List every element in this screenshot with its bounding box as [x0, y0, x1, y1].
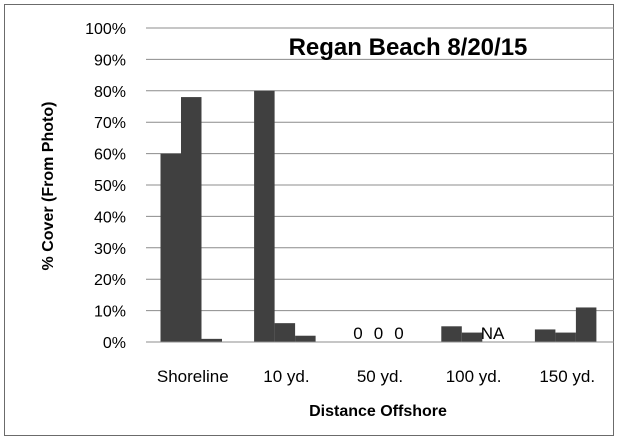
y-tick-label: 40%: [94, 209, 126, 226]
bar: [254, 90, 275, 342]
x-tick-label: Shoreline: [157, 367, 229, 386]
x-axis-ticks: Shoreline 10 yd. 50 yd. 100 yd. 150 yd.: [157, 367, 595, 386]
y-tick-label: 80%: [94, 84, 126, 101]
bar: [295, 335, 316, 342]
bar: [201, 338, 222, 342]
gridlines: [146, 27, 614, 312]
data-annotation: 0: [394, 324, 403, 343]
data-annotation: 0: [353, 324, 362, 343]
bar-group: [160, 90, 597, 342]
x-tick-label: 150 yd.: [539, 367, 595, 386]
y-tick-label: 90%: [94, 52, 126, 69]
y-tick-label: 30%: [94, 241, 126, 258]
y-axis-title: % Cover (From Photo): [40, 102, 57, 271]
data-annotation: 0: [374, 324, 383, 343]
bar: [441, 326, 462, 342]
chart-frame: [4, 4, 614, 436]
y-tick-label: 10%: [94, 304, 126, 321]
chart-title: Regan Beach 8/20/15: [289, 34, 528, 61]
data-annotation: NA: [481, 324, 505, 343]
y-axis-ticks: 0% 10% 20% 30% 40% 50% 60% 70% 80% 90% 100%: [85, 21, 126, 352]
y-tick-label: 100%: [85, 21, 126, 38]
y-tick-label: 20%: [94, 272, 126, 289]
bar: [575, 307, 597, 342]
x-tick-label: 100 yd.: [446, 367, 502, 386]
x-tick-label: 50 yd.: [357, 367, 403, 386]
bar: [461, 332, 483, 342]
bar: [181, 97, 202, 342]
bar: [555, 332, 576, 342]
y-tick-label: 0%: [103, 335, 126, 352]
bar: [160, 153, 181, 342]
x-axis-title: Distance Offshore: [309, 403, 447, 420]
bar: [274, 323, 296, 342]
x-tick-label: 10 yd.: [263, 367, 309, 386]
y-tick-label: 70%: [94, 115, 126, 132]
y-tick-label: 50%: [94, 178, 126, 195]
y-tick-label: 60%: [94, 147, 126, 164]
bar: [534, 329, 556, 342]
